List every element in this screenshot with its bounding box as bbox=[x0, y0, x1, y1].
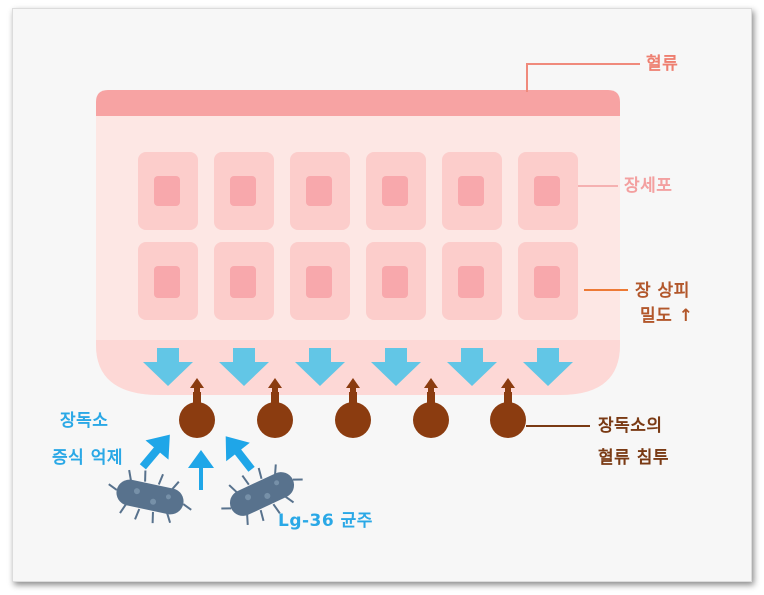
toxins bbox=[179, 378, 526, 438]
cell-row-top bbox=[138, 152, 578, 230]
epithelial-density-label-line2: 밀도 ↑ bbox=[640, 306, 694, 326]
cell bbox=[366, 242, 426, 320]
toxin-drop-icon bbox=[413, 378, 449, 438]
cell bbox=[366, 152, 426, 230]
arrow-down-icon bbox=[523, 348, 573, 386]
cell bbox=[290, 242, 350, 320]
blood-flow-leader-line bbox=[526, 63, 640, 92]
cell bbox=[442, 152, 502, 230]
inhibit-arrows bbox=[139, 434, 255, 490]
cell bbox=[290, 152, 350, 230]
toxin-drop-icon bbox=[179, 378, 215, 438]
bacterium-icon bbox=[108, 469, 192, 524]
toxin-drop-icon bbox=[490, 378, 526, 438]
arrow-down-icon bbox=[447, 348, 497, 386]
arrow-down-icon bbox=[219, 348, 269, 386]
blood-flow-label: 혈류 bbox=[646, 54, 679, 74]
toxin-inhibit-label-line1: 장독소 bbox=[60, 411, 109, 431]
arrow-down-icon bbox=[295, 348, 345, 386]
cell bbox=[518, 152, 578, 230]
cell bbox=[138, 152, 198, 230]
strain-label: Lg-36 균주 bbox=[278, 511, 373, 531]
arrow-up-icon bbox=[188, 450, 214, 490]
cell bbox=[214, 242, 274, 320]
cell bbox=[442, 242, 502, 320]
intestinal-cell-label: 장세포 bbox=[624, 176, 673, 196]
epithelial-density-label-line1: 장 상피 bbox=[635, 281, 690, 301]
arrow-down-icon bbox=[143, 348, 193, 386]
toxin-drop-icon bbox=[335, 378, 371, 438]
arrow-down-icon bbox=[371, 348, 421, 386]
lumen-band bbox=[96, 340, 620, 395]
arrow-up-icon bbox=[139, 434, 170, 470]
down-arrows bbox=[143, 348, 573, 386]
arrow-up-icon bbox=[225, 436, 255, 472]
cell bbox=[214, 152, 274, 230]
toxin-invasion-label-line2: 혈류 침투 bbox=[598, 448, 669, 468]
bacterium-icon bbox=[221, 464, 303, 525]
blood-flow-band bbox=[96, 90, 620, 116]
toxin-invasion-label-line1: 장독소의 bbox=[598, 416, 663, 436]
toxin-drop-icon bbox=[257, 378, 293, 438]
cell-row-bottom bbox=[138, 242, 578, 320]
cell bbox=[138, 242, 198, 320]
cell bbox=[518, 242, 578, 320]
toxin-inhibit-label-line2: 증식 억제 bbox=[52, 448, 123, 468]
